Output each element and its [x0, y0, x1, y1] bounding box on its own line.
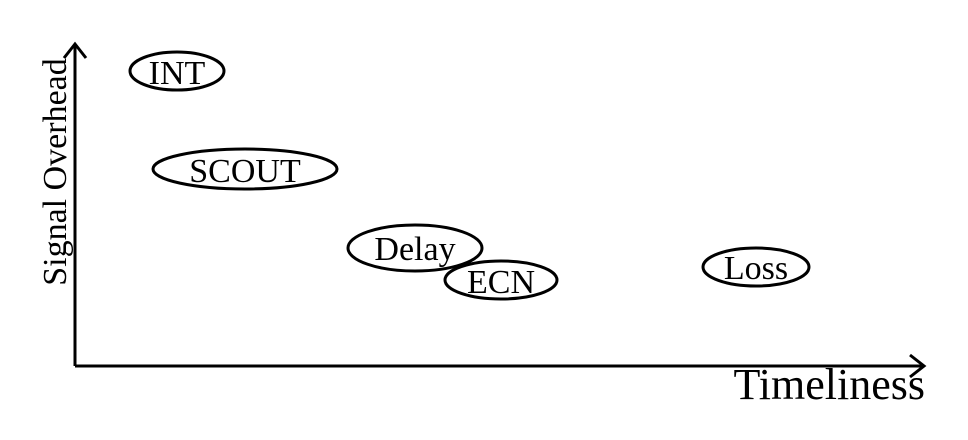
node-scout-ellipse	[151, 147, 339, 191]
node-delay: Delay	[346, 223, 484, 273]
x-axis-arrowhead	[909, 353, 927, 379]
node-loss-ellipse	[701, 246, 811, 288]
node-loss-label: Loss	[724, 250, 788, 287]
node-int: INT	[128, 50, 226, 92]
node-ecn-ellipse	[443, 259, 559, 301]
x-axis	[75, 353, 927, 379]
node-int-ellipse	[128, 50, 226, 92]
y-axis	[62, 41, 88, 366]
node-int-label: INT	[149, 55, 206, 92]
node-scout-label: SCOUT	[189, 153, 301, 190]
node-delay-ellipse	[346, 223, 484, 273]
node-loss: Loss	[701, 246, 811, 288]
node-scout: SCOUT	[151, 147, 339, 191]
node-ecn-label: ECN	[467, 264, 535, 301]
node-ecn: ECN	[443, 259, 559, 301]
y-axis-arrowhead	[62, 41, 88, 59]
y-axis-label: Signal Overhead	[37, 58, 74, 286]
x-axis-label: Timeliness	[733, 360, 925, 409]
node-delay-label: Delay	[374, 231, 455, 268]
